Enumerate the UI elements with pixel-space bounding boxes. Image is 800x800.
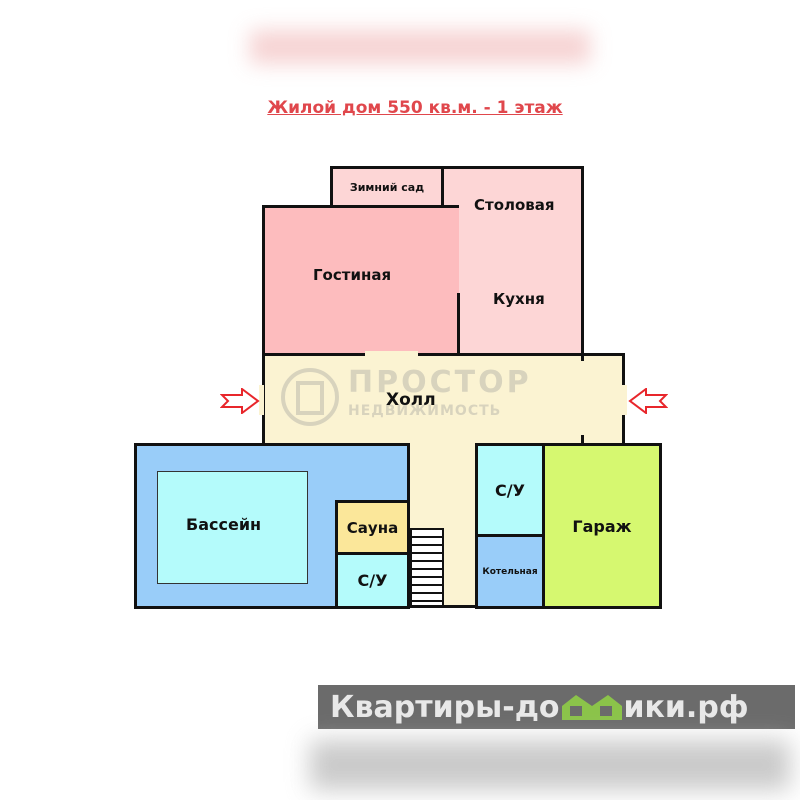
room-sauna: Сауна [335, 500, 410, 555]
watermark: ПРОСТОР НЕДВИЖИМОСТЬ [280, 365, 530, 435]
entrance-arrow-right-icon [628, 388, 668, 414]
room-winter-garden: Зимний сад [330, 166, 444, 208]
room-dining-label: Столовая [474, 196, 555, 214]
room-bathroom-right-label: С/У [495, 480, 525, 500]
room-winter-garden-label: Зимний сад [349, 180, 425, 194]
room-kitchen-label: Кухня [493, 290, 545, 308]
room-pool-label: Бассейн [186, 515, 262, 534]
partition-wall [457, 293, 460, 355]
watermark-line1: ПРОСТОР [348, 365, 532, 400]
pool-basin [157, 471, 308, 584]
wall-tick [581, 435, 584, 445]
room-bathroom-left: С/У [335, 552, 410, 609]
room-hall-label: Холл [386, 390, 436, 410]
entrance-left [259, 385, 264, 415]
room-living [262, 205, 459, 355]
watermark-line2: НЕДВИЖИМОСТЬ [348, 403, 502, 419]
room-garage: Гараж [542, 443, 662, 609]
watermark-logo-icon [281, 368, 339, 426]
room-bathroom-right: С/У [475, 443, 545, 537]
houses-logo-icon [561, 695, 622, 720]
room-dining-kitchen [441, 166, 584, 356]
room-garage-label: Гараж [572, 516, 632, 536]
bottom-wall [408, 605, 478, 608]
room-boiler: Котельная [475, 534, 545, 609]
plan-title: Жилой дом 550 кв.м. - 1 этаж [267, 98, 563, 118]
doorway [365, 351, 418, 356]
room-living-label: Гостиная [313, 266, 392, 284]
room-sauna-label: Сауна [346, 518, 399, 537]
entrance-right [622, 385, 627, 415]
banner-text-end: ики.рф [623, 689, 749, 725]
wall-tick [581, 353, 584, 361]
blurred-header [250, 30, 590, 64]
banner-text-start: Квартиры-до [330, 689, 560, 725]
blurred-footer [310, 740, 790, 790]
room-bathroom-left-label: С/У [357, 571, 388, 590]
entrance-arrow-left-icon [220, 388, 260, 414]
stairs [410, 528, 444, 607]
site-banner: Квартиры-до ики.рф [318, 685, 795, 729]
room-boiler-label: Котельная [482, 566, 538, 577]
